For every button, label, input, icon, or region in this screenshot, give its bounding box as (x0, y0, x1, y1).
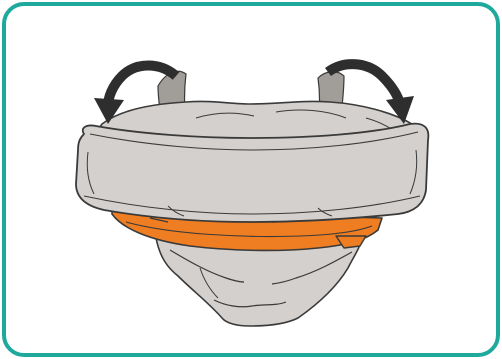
cushion-ring (76, 124, 428, 222)
